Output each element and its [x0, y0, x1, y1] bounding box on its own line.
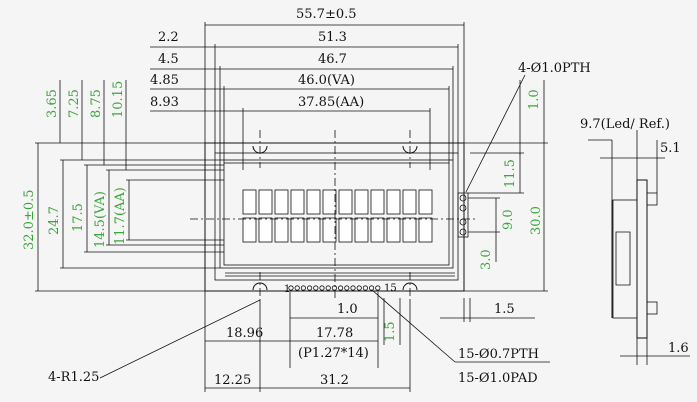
- character-cell: [322, 217, 337, 243]
- dim-8-75: 8.75: [89, 89, 104, 118]
- character-cell: [354, 217, 369, 243]
- dim-5-1: 5.1: [660, 141, 681, 156]
- character-cell: [290, 217, 305, 243]
- pin-hole: [306, 285, 313, 291]
- top-dimension-lines: [150, 22, 465, 170]
- character-cell: [242, 189, 257, 215]
- character-cell: [274, 189, 289, 215]
- dim-46-7: 46.7: [318, 52, 347, 67]
- dim-10-15: 10.15: [111, 81, 126, 118]
- left-dimension-lines: [35, 80, 224, 292]
- dim-overall-height: 32.0±0.5: [22, 189, 37, 250]
- dim-2-2: 2.2: [158, 30, 179, 45]
- character-cell-grid: [242, 189, 433, 243]
- character-cell: [386, 189, 401, 215]
- center-lines: [190, 130, 478, 300]
- pin-hole: [319, 285, 325, 291]
- side-connector-pads: [457, 192, 469, 238]
- pin-hole: [350, 285, 356, 291]
- character-cell: [258, 217, 273, 243]
- dim-va-width: 46.0(VA): [298, 73, 355, 88]
- character-cell: [322, 189, 337, 215]
- dim-15-pth: 15-Ø0.7PTH: [458, 347, 539, 362]
- pin-hole: [331, 285, 337, 291]
- dim-corner-radius: 4-R1.25: [48, 370, 99, 385]
- character-cell: [290, 189, 305, 215]
- dim-7-25: 7.25: [67, 89, 82, 118]
- dim-15-pad: 15-Ø1.0PAD: [458, 371, 538, 386]
- dim-1-0-right: 1.0: [527, 89, 542, 110]
- dim-pitch-note: (P1.27*14): [298, 346, 369, 361]
- character-cell: [306, 189, 321, 215]
- bottom-dimension-lines: [99, 289, 550, 392]
- pin-hole: [288, 285, 294, 291]
- pin-label-last: 15: [384, 283, 397, 294]
- character-cell: [274, 217, 289, 243]
- character-cell: [306, 217, 321, 243]
- dim-3-0: 3.0: [479, 249, 494, 270]
- mounting-holes: [252, 145, 418, 291]
- character-cell: [386, 217, 401, 243]
- module-outline: [204, 142, 465, 292]
- pin-hole: [313, 285, 319, 291]
- dim-30-0: 30.0: [529, 206, 544, 235]
- dim-aa-height: 11.7(AA): [113, 187, 128, 245]
- pin-label-first: 1: [284, 284, 290, 295]
- dim-va-height: 14.5(VA): [93, 191, 108, 248]
- character-cell: [338, 217, 353, 243]
- dim-overall-width: 55.7±0.5: [296, 7, 357, 22]
- dim-51-3: 51.3: [318, 30, 347, 45]
- dim-aa-width: 37.85(AA): [298, 95, 364, 110]
- character-cell: [418, 189, 433, 215]
- character-cell: [418, 217, 433, 243]
- pin-hole: [375, 285, 381, 291]
- pin-row: [288, 285, 381, 291]
- dim-1-6: 1.6: [668, 341, 689, 356]
- dim-4-85: 4.85: [150, 73, 179, 88]
- dim-11-5: 11.5: [503, 159, 518, 188]
- pin-hole: [294, 285, 300, 291]
- pin-hole: [325, 285, 331, 291]
- character-cell: [370, 189, 385, 215]
- dim-17-5: 17.5: [71, 203, 86, 232]
- dim-9-0: 9.0: [501, 209, 516, 230]
- dim-17-78: 17.78: [316, 326, 353, 341]
- dim-3-65: 3.65: [45, 89, 60, 118]
- dim-4-5: 4.5: [158, 52, 179, 67]
- pin-hole: [368, 285, 375, 291]
- dim-1-5-right: 1.5: [494, 302, 515, 317]
- pin-hole: [300, 285, 306, 291]
- pin-hole: [356, 285, 362, 291]
- dim-led-ref: 9.7(Led/ Ref.): [580, 117, 670, 132]
- right-dimension-lines: [440, 74, 548, 322]
- side-view: [588, 130, 690, 365]
- character-cell: [258, 189, 273, 215]
- dim-4-pth: 4-Ø1.0PTH: [518, 61, 591, 76]
- pin-hole: [344, 285, 350, 291]
- dim-24-7: 24.7: [47, 206, 62, 235]
- dim-8-93: 8.93: [150, 95, 179, 110]
- character-cell: [354, 189, 369, 215]
- dim-31-2: 31.2: [320, 373, 349, 388]
- pin-hole: [362, 285, 368, 291]
- character-cell: [338, 189, 353, 215]
- character-cell: [370, 217, 385, 243]
- character-cell: [242, 217, 257, 243]
- dim-pitch-1-0: 1.0: [337, 302, 358, 317]
- character-cell: [402, 189, 417, 215]
- pin-hole: [337, 285, 344, 291]
- dim-18-96: 18.96: [226, 326, 263, 341]
- dim-1-5-bottom: 1.5: [383, 321, 398, 342]
- dim-12-25: 12.25: [214, 373, 251, 388]
- character-cell: [402, 217, 417, 243]
